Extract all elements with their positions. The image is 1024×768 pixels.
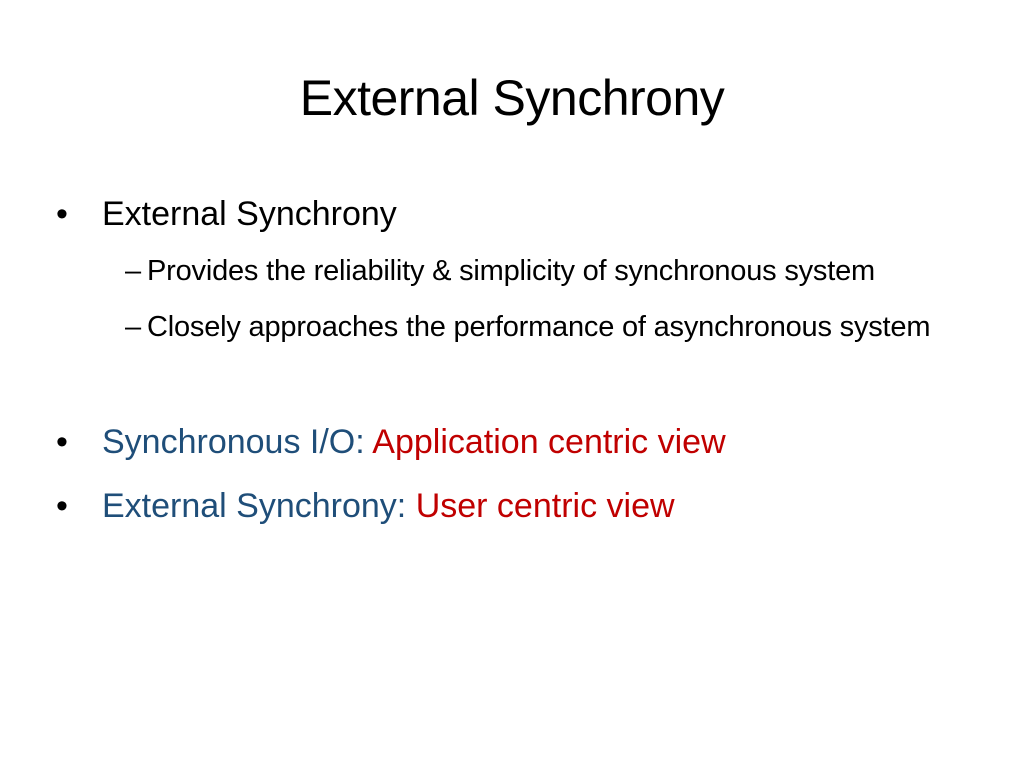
bullet-external-synchrony: • External Synchrony [56,192,976,236]
bullet-text: External Synchrony [102,195,397,233]
dash-mark: – [125,311,141,343]
spacer [56,360,976,420]
bullet-emphasis-text: User centric view [415,487,675,525]
bullet-lead-text: External Synchrony: [102,487,416,525]
bullet-external-synchrony-view: • External Synchrony: User centric view [56,484,976,528]
bullet-lead-text: Synchronous I/O: [102,423,373,461]
dash-mark: – [125,255,141,287]
bullet-mark: • [56,195,68,233]
bullet-list: • External Synchrony – Provides the reli… [56,192,976,528]
sub-bullet-text: Provides the reliability & simplicity of… [147,255,875,287]
sub-bullet-performance: – Closely approaches the performance of … [125,304,976,350]
slide-title: External Synchrony [299,70,725,126]
bullet-mark: • [56,487,68,525]
bullet-synchronous-io: • Synchronous I/O: Application centric v… [56,420,976,464]
bullet-mark: • [56,423,68,461]
sub-bullet-text: Closely approaches the performance of as… [147,311,931,343]
bullet-emphasis-text: Application centric view [372,423,726,461]
sub-bullet-reliability: – Provides the reliability & simplicity … [125,248,976,294]
sub-bullet-list: – Provides the reliability & simplicity … [125,248,976,350]
